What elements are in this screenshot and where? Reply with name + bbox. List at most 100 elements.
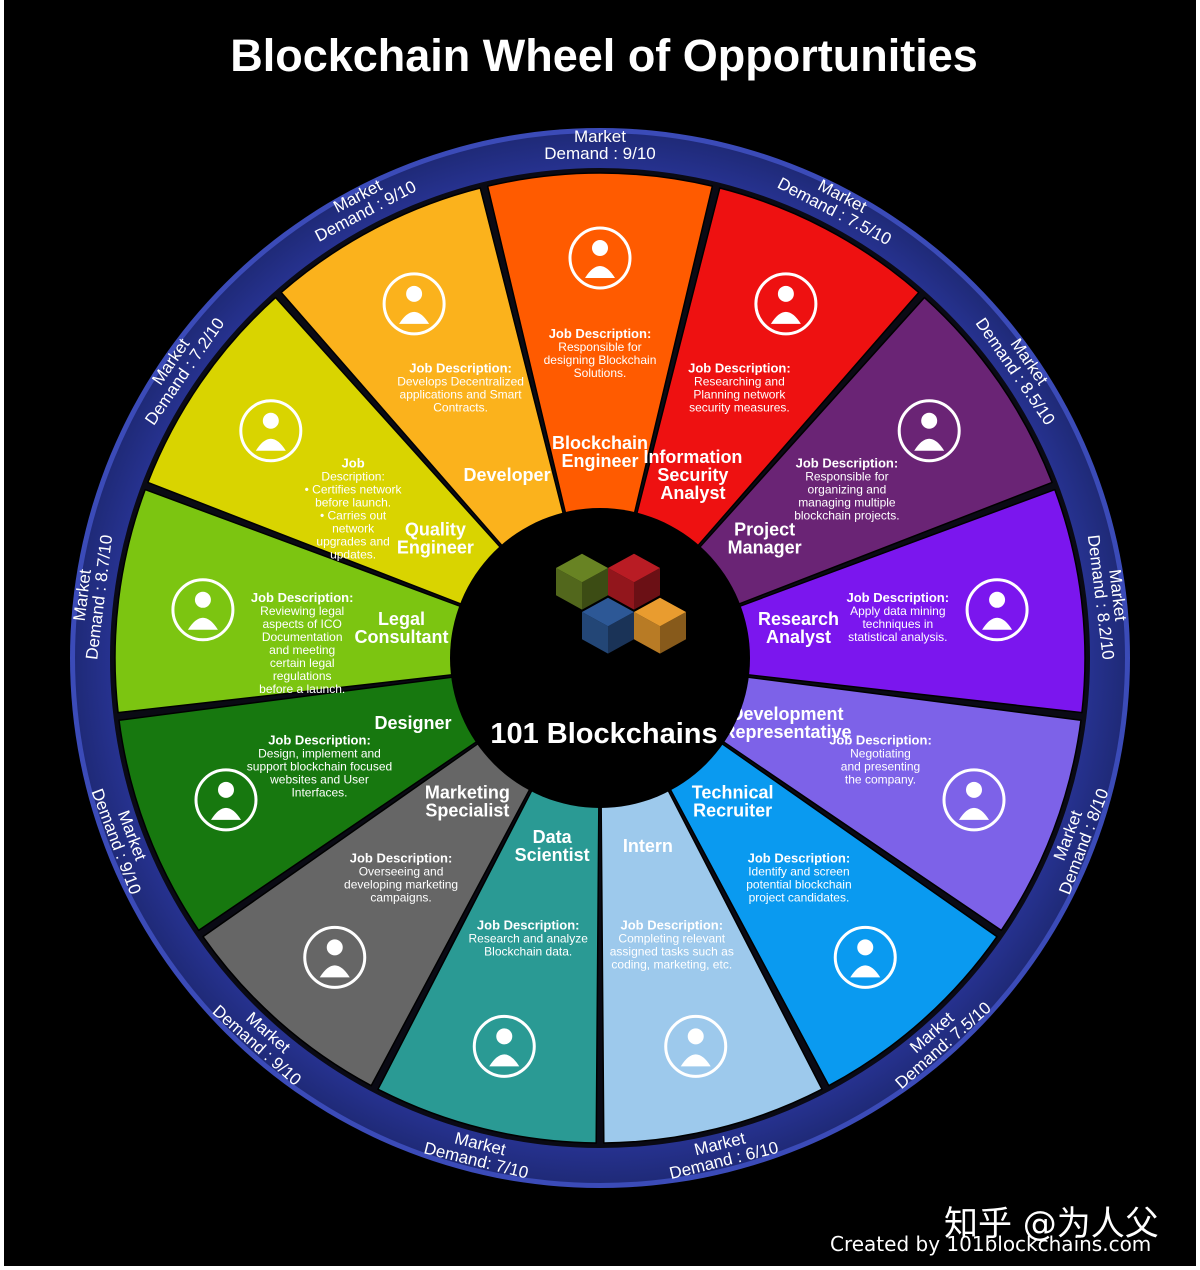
- description-line: security measures.: [689, 400, 790, 414]
- description-line: Reviewing legal: [260, 604, 344, 618]
- role-title: Designer: [374, 713, 451, 733]
- description-line: techniques in: [862, 617, 933, 631]
- credit-text: Created by 101blockchains.com: [830, 1232, 1152, 1256]
- description-line: campaigns.: [370, 891, 431, 905]
- role-title-line: Legal: [378, 609, 425, 629]
- page-title: Blockchain Wheel of Opportunities: [230, 30, 978, 81]
- description-line: organizing and: [808, 483, 887, 497]
- description-heading: Job Description:: [847, 590, 950, 605]
- designer-desk-icon: [194, 768, 258, 832]
- role-title: Intern: [623, 836, 673, 856]
- description-line: websites and User: [269, 772, 369, 786]
- description-heading: Job Description:: [477, 917, 580, 932]
- description-line: regulations: [273, 669, 332, 683]
- role-title-line: Scientist: [515, 845, 590, 865]
- description-line: network: [332, 522, 375, 536]
- description-line: Completing relevant: [618, 931, 725, 945]
- description-line: and presenting: [841, 759, 920, 773]
- description-line: Negotiating: [850, 746, 911, 760]
- recruiter-group-icon: [833, 925, 897, 989]
- description-line: applications and Smart: [400, 387, 523, 401]
- description-line: Contracts.: [433, 400, 488, 414]
- logo-cube-orange: [634, 597, 686, 654]
- role-title-line: Project: [734, 519, 795, 539]
- description-line: blockchain projects.: [794, 509, 899, 523]
- description-line: Develops Decentralized: [397, 374, 524, 388]
- description-line: Blockchain data.: [484, 944, 572, 958]
- intern-desk-icon: [664, 1014, 728, 1078]
- role-title-line: Analyst: [766, 627, 831, 647]
- role-title-line: Technical: [692, 783, 774, 803]
- description-heading: Job Description:: [549, 326, 652, 341]
- role-title-line: Recruiter: [693, 801, 772, 821]
- description-heading: Job Description:: [748, 851, 851, 866]
- description-line: Documentation: [262, 630, 343, 644]
- description-heading: Job Description:: [829, 732, 932, 747]
- description-line: support blockchain focused: [247, 759, 392, 773]
- description-heading: Job Description:: [621, 917, 724, 932]
- description-heading: Job Description:: [350, 851, 453, 866]
- description-line: upgrades and: [316, 535, 389, 549]
- demand-line: Market: [574, 127, 626, 146]
- description-line: assigned tasks such as: [610, 944, 734, 958]
- description-heading: Job Description:: [409, 360, 512, 375]
- engineer-at-desk-icon: [568, 226, 632, 290]
- description-line: managing multiple: [798, 496, 896, 510]
- scientist-report-icon: [472, 1014, 536, 1078]
- role-title-line: Intern: [623, 836, 673, 856]
- role-title-line: Analyst: [660, 483, 725, 503]
- head-magnifier-icon: [965, 578, 1029, 642]
- description-heading: Job Description:: [688, 360, 791, 375]
- description-line: Planning network: [693, 387, 786, 401]
- role-title: Developer: [464, 465, 551, 485]
- description-line: before launch.: [315, 496, 391, 510]
- description-line: • Certifies network: [305, 483, 403, 497]
- description-line: developing marketing: [344, 878, 458, 892]
- description-line: Responsible for: [558, 340, 641, 354]
- role-title-line: Marketing: [425, 783, 510, 803]
- role-title-line: Developer: [464, 465, 551, 485]
- description-line: Solutions.: [574, 366, 627, 380]
- presenter-chart-icon: [754, 272, 818, 336]
- developer-headset-icon: [382, 272, 446, 336]
- description-line: aspects of ICO: [262, 617, 341, 631]
- role-title-line: Consultant: [354, 627, 448, 647]
- description-line: Interfaces.: [291, 785, 347, 799]
- description-line: • Carries out: [320, 509, 387, 523]
- description-line: statistical analysis.: [848, 630, 947, 644]
- description-heading: Job Description:: [251, 590, 354, 605]
- description-line: Responsible for: [805, 470, 888, 484]
- role-title-line: Research: [758, 609, 839, 629]
- logo-cube-blue: [582, 597, 634, 654]
- role-title-line: Engineer: [561, 451, 638, 471]
- representative-globe-icon: [942, 768, 1006, 832]
- role-title-line: Specialist: [425, 801, 509, 821]
- description-line: Overseeing and: [359, 865, 444, 879]
- description-line: potential blockchain: [746, 878, 851, 892]
- description-line: Identify and screen: [748, 865, 849, 879]
